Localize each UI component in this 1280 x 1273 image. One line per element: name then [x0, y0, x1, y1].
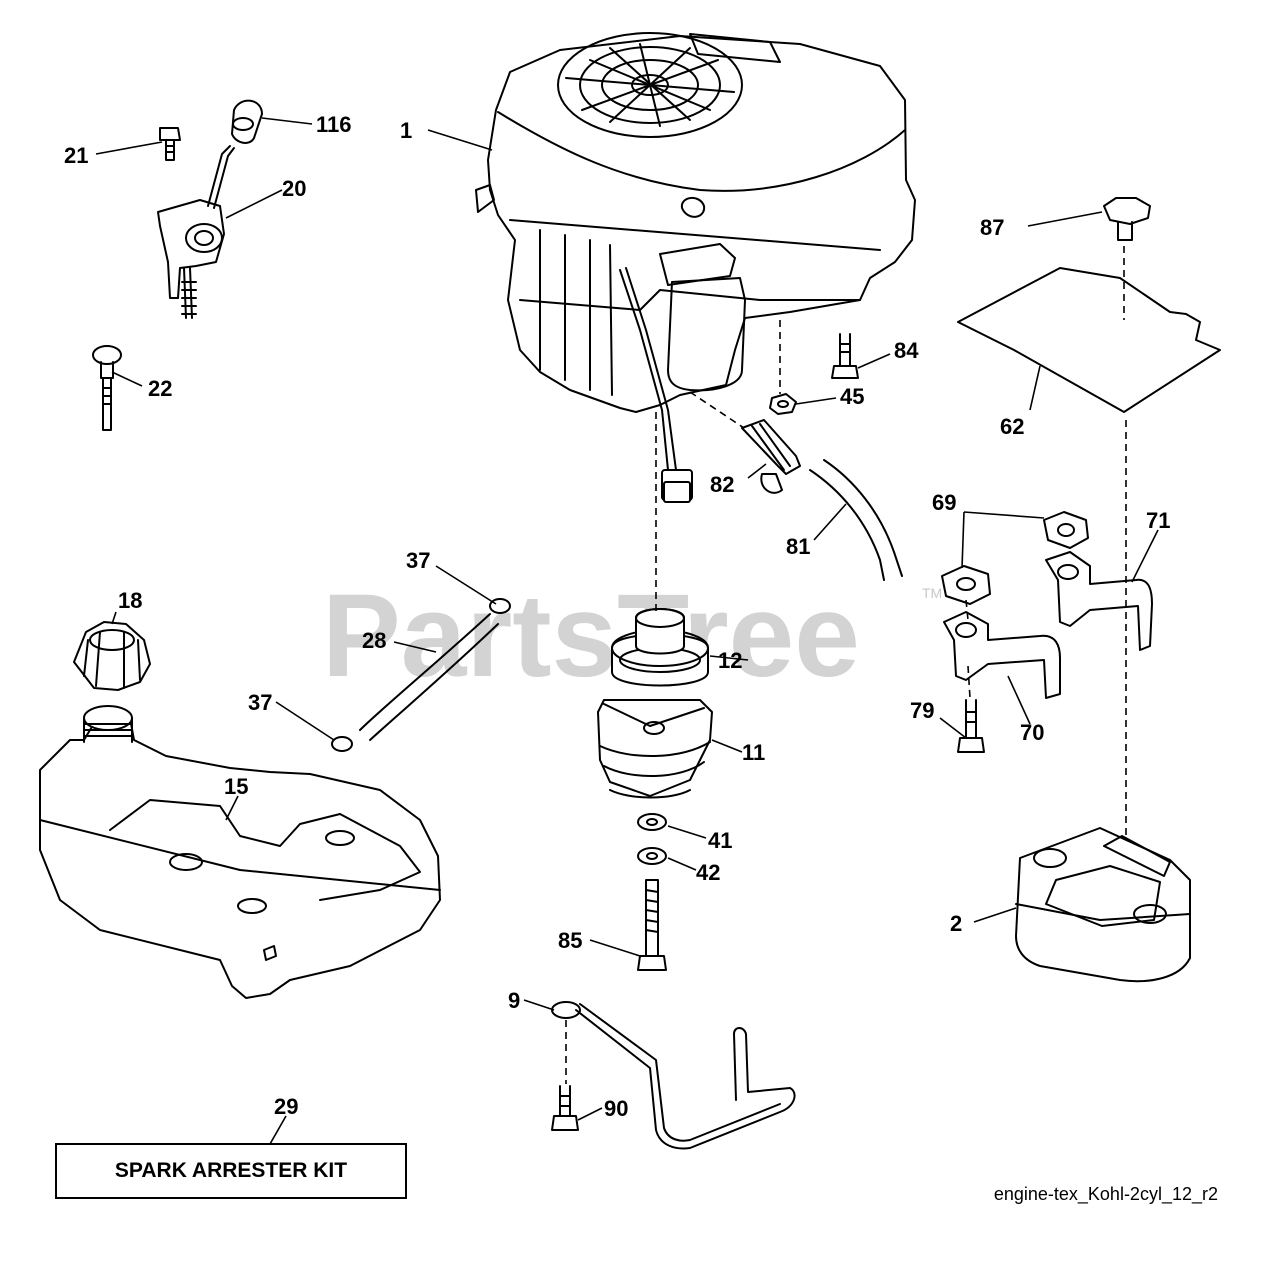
callout-116: 116	[316, 112, 352, 137]
rod-9	[551, 1001, 796, 1150]
bolt-84	[831, 333, 859, 379]
callout-87: 87	[980, 215, 1004, 240]
callout-20: 20	[282, 176, 306, 201]
callout-37-lower: 37	[248, 690, 272, 715]
diagram-code: engine-tex_Kohl-2cyl_12_r2	[994, 1184, 1218, 1205]
clamp-upper	[489, 598, 511, 614]
callout-79: 79	[910, 698, 934, 723]
bolt-85	[637, 879, 667, 971]
callout-81: 81	[786, 534, 810, 559]
engine	[475, 32, 916, 503]
watermark-tm: TM	[922, 585, 942, 601]
callout-37-upper: 37	[406, 548, 430, 573]
bolt-90	[551, 1085, 579, 1131]
callout-71: 71	[1146, 508, 1170, 533]
callout-labels: 1 116 21 20 22 87 84 45 62 82 81 69 71 3…	[64, 112, 1170, 1121]
callout-62: 62	[1000, 414, 1024, 439]
washer-42	[637, 847, 667, 865]
callout-84: 84	[894, 338, 919, 363]
choke-knob	[92, 345, 122, 431]
callout-9: 9	[508, 988, 520, 1013]
exhaust-pipe-71	[1045, 551, 1153, 651]
callout-11: 11	[742, 740, 765, 765]
leader-lines	[95, 117, 1159, 1145]
callout-12: 12	[718, 648, 742, 673]
callout-1: 1	[400, 118, 412, 143]
engine-pulley	[611, 608, 709, 687]
callout-45: 45	[840, 384, 864, 409]
exhaust-pipe-70	[943, 611, 1061, 699]
watermark: PartsTree	[322, 570, 860, 702]
throttle-knob	[231, 99, 263, 144]
fuel-hose-28	[359, 613, 499, 741]
callout-28: 28	[362, 628, 386, 653]
bolt-21	[159, 127, 181, 161]
gasket-upper	[1043, 511, 1089, 549]
callout-15: 15	[224, 774, 248, 799]
throttle-control	[157, 145, 235, 319]
callout-41: 41	[708, 828, 732, 853]
callout-85: 85	[558, 928, 582, 953]
screw-87	[1103, 197, 1151, 241]
bolt-79	[957, 699, 985, 753]
callout-18: 18	[118, 588, 142, 613]
muffler	[1015, 827, 1191, 983]
callout-69: 69	[932, 490, 956, 515]
callout-29: 29	[274, 1094, 298, 1119]
nut-45	[769, 393, 797, 415]
callout-42: 42	[696, 860, 720, 885]
alignment-lines	[565, 246, 1127, 1084]
pto-clutch	[597, 699, 713, 799]
callout-21: 21	[64, 143, 88, 168]
fuel-fitting	[741, 419, 801, 494]
callout-22: 22	[148, 376, 172, 401]
callout-2: 2	[950, 911, 962, 936]
callout-70: 70	[1020, 720, 1044, 745]
washer-41	[637, 813, 667, 831]
spark-arrester-kit-box: SPARK ARRESTER KIT	[55, 1143, 407, 1199]
fuel-line-81	[809, 459, 903, 581]
callout-82: 82	[710, 472, 734, 497]
callout-90: 90	[604, 1096, 628, 1121]
spark-arrester-kit-label: SPARK ARRESTER KIT	[115, 1159, 347, 1182]
heat-shield	[957, 267, 1221, 413]
gasket-mid	[941, 565, 991, 605]
fuel-tank	[39, 705, 441, 999]
clamp-lower	[331, 736, 353, 752]
fuel-cap	[73, 621, 151, 691]
